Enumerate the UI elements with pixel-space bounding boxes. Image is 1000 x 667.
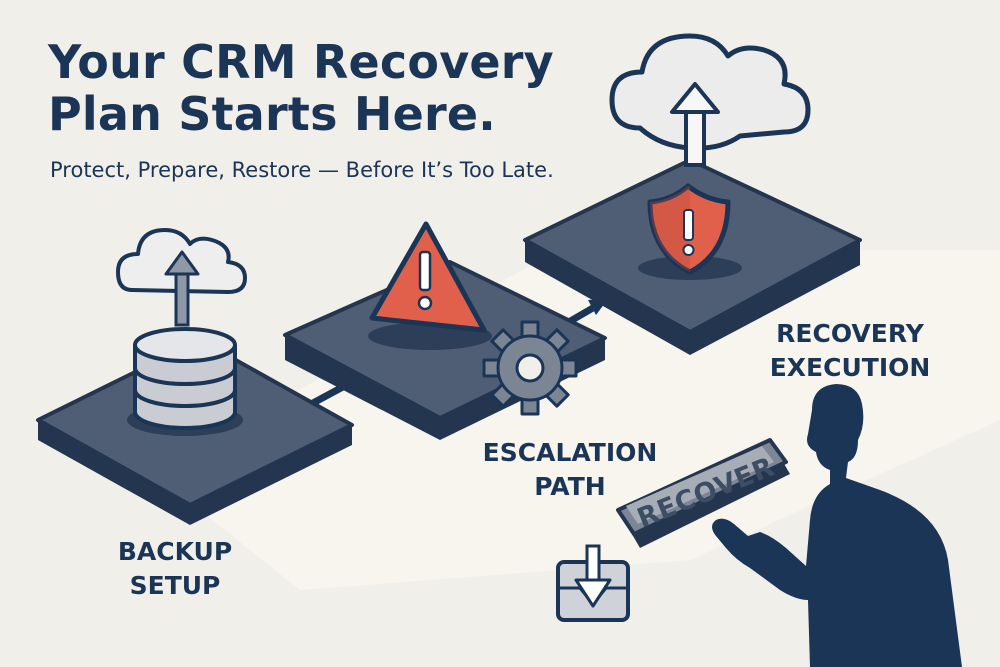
page-title-line2: Plan Starts Here. — [48, 87, 496, 141]
warning-triangle-icon — [368, 221, 492, 350]
page-title-line1: Your CRM Recovery — [48, 35, 554, 89]
database-icon — [127, 327, 243, 436]
shield-alert-icon — [638, 183, 742, 280]
step-label-recovery-line1: RECOVERY — [776, 319, 924, 348]
step-label-escalation-line1: ESCALATION — [482, 438, 658, 467]
step-label-backup-line1: BACKUP — [117, 537, 233, 566]
download-icon — [556, 544, 630, 622]
path-band — [150, 250, 1000, 590]
cloud-upload-icon — [116, 228, 247, 327]
step-label-recovery: RECOVERY EXECUTION — [755, 317, 945, 385]
cloud-upload-icon — [609, 33, 811, 167]
step-label-recovery-line2: EXECUTION — [769, 353, 931, 382]
step-label-escalation: ESCALATION PATH — [465, 436, 675, 504]
step-label-backup-line2: SETUP — [129, 571, 221, 600]
step-label-escalation-line2: PATH — [534, 472, 606, 501]
step-label-backup: BACKUP SETUP — [95, 535, 255, 603]
person-silhouette — [712, 384, 962, 667]
gear-icon — [482, 320, 578, 416]
page-title: Your CRM Recovery Plan Starts Here. — [48, 36, 554, 140]
page-subtitle: Protect, Prepare, Restore — Before It’s … — [50, 158, 554, 182]
